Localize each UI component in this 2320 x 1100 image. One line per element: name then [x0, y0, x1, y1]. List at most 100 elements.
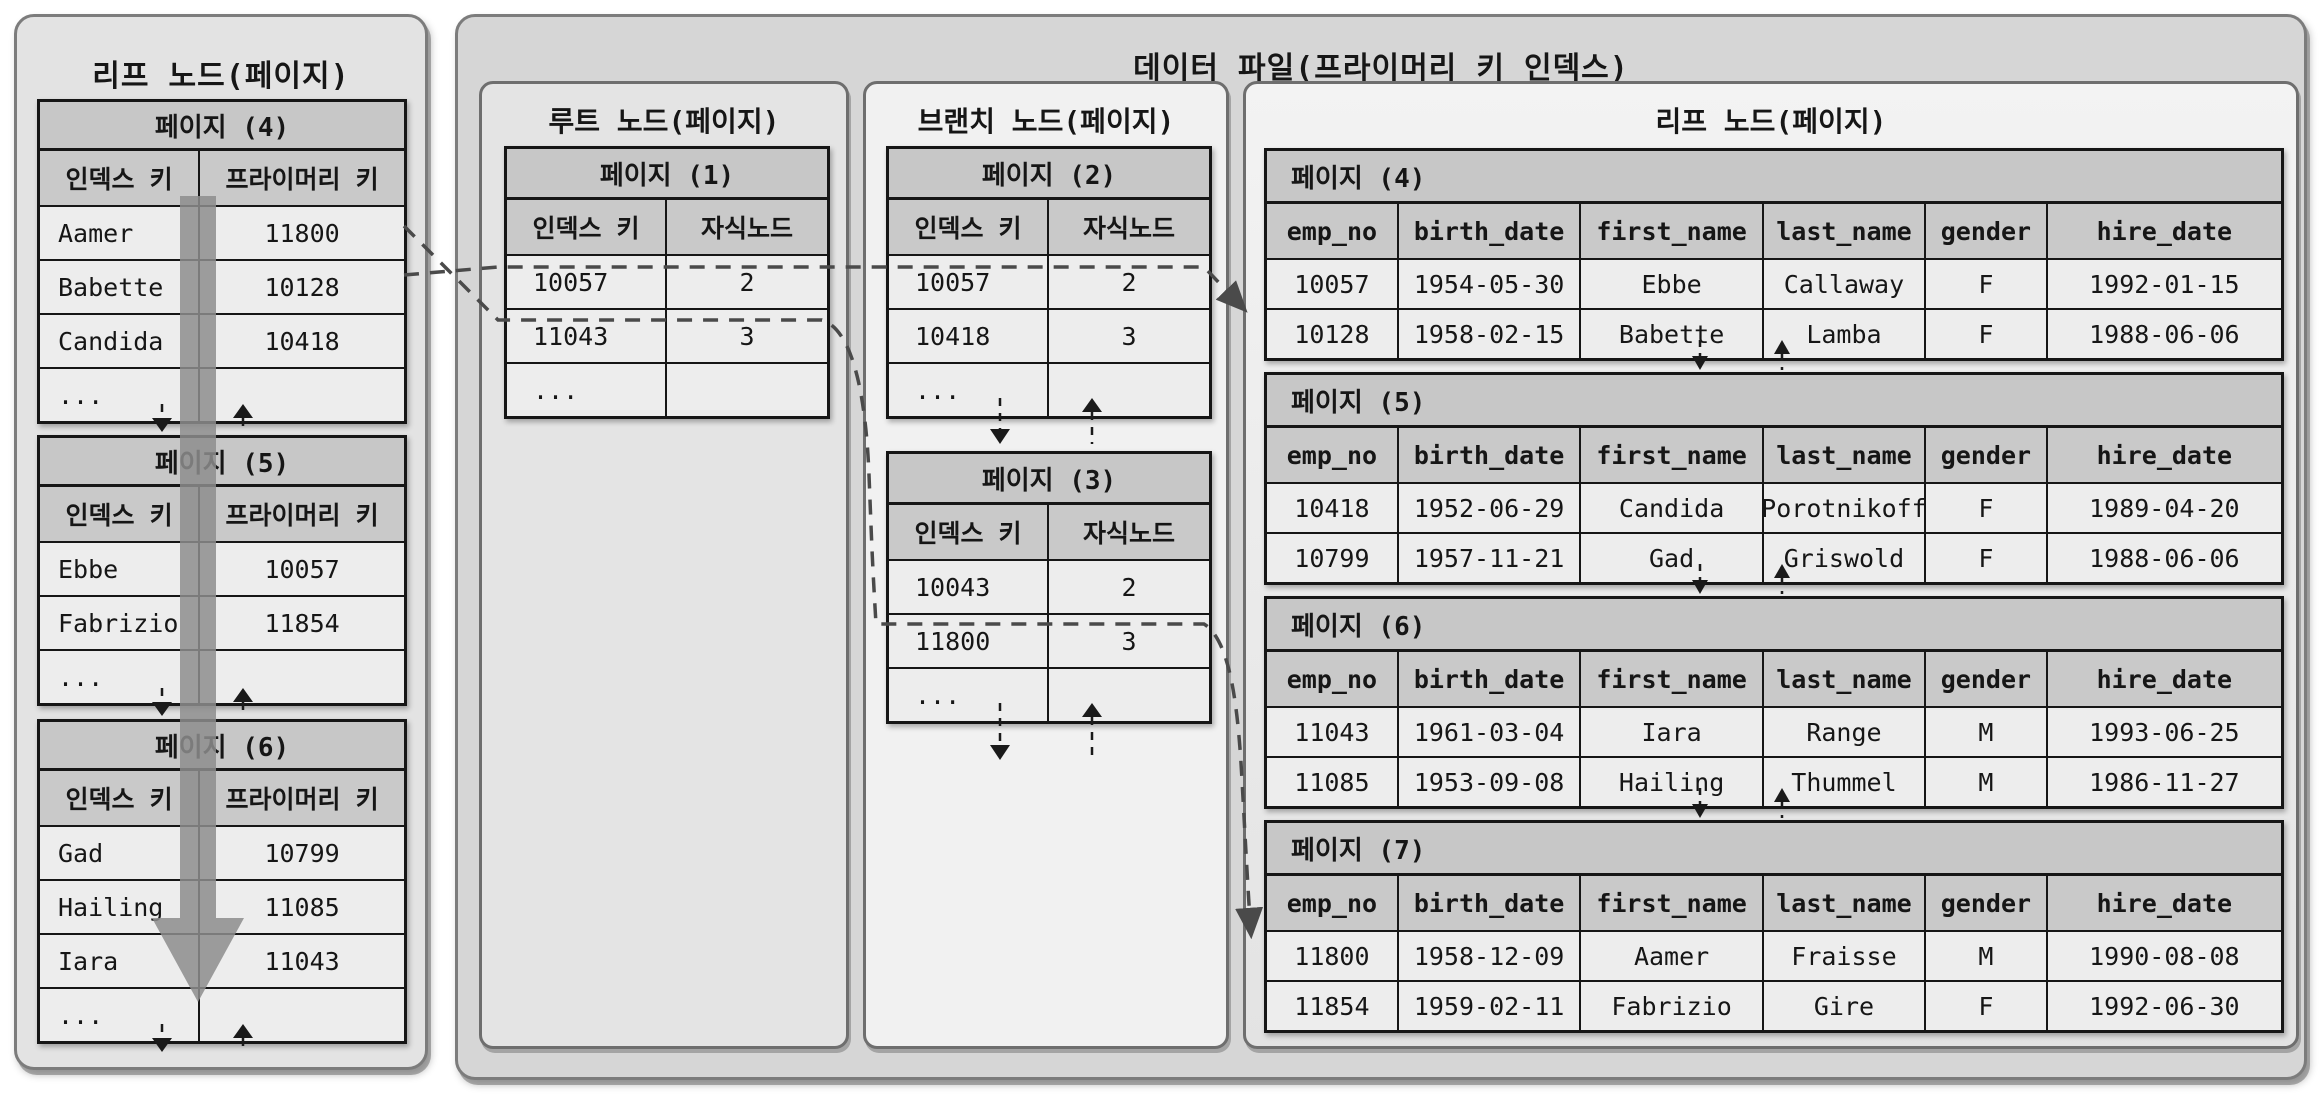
table-cell — [1049, 364, 1209, 416]
table-cell: 1958-12-09 — [1399, 932, 1582, 980]
column-header-cell: emp_no — [1267, 204, 1399, 258]
table-cell: 1988-06-06 — [2089, 543, 2240, 573]
table-cell: 11043 — [1267, 708, 1399, 756]
table-cell: 1953-09-08 — [1399, 758, 1582, 806]
column-header-cell: 자식노드 — [1049, 505, 1209, 559]
table-cell: 1959-02-11 — [1399, 982, 1582, 1030]
table-cell: 1958-02-15 — [1399, 310, 1582, 358]
table-cell: 11800 — [889, 615, 1049, 667]
table-cell: 10057 — [1267, 260, 1399, 308]
table-cell: Thummel — [1764, 758, 1927, 806]
table-row: ... — [40, 989, 404, 1041]
table-cell: ... — [889, 669, 1049, 721]
table-cell: ... — [40, 651, 201, 703]
table-row: 11800 3 — [889, 615, 1209, 669]
table-cell: 11085 — [264, 892, 340, 922]
table-cell: 10418 — [889, 310, 1049, 362]
table-cell: Aamer — [40, 207, 201, 259]
page-label: 페이지 (6) — [40, 722, 404, 771]
table-cell: 11085 — [1267, 758, 1399, 806]
table-cell: F — [1926, 484, 2048, 532]
column-header-cell: emp_no — [1267, 428, 1399, 482]
table-cell: 1993-06-25 — [2089, 717, 2240, 747]
table-cell: Gad — [40, 827, 201, 879]
table-cell: 2 — [739, 267, 755, 297]
table-cell: 10128 — [264, 272, 340, 302]
table-cell: 1989-04-20 — [2089, 493, 2240, 523]
table-cell: 1961-03-04 — [1399, 708, 1582, 756]
table-cell: M — [1926, 708, 2048, 756]
table-cell: 3 — [739, 321, 755, 351]
column-header-cell: hire_date — [2047, 876, 2281, 930]
table-cell — [1049, 669, 1209, 721]
column-header-cell: 자식노드 — [667, 200, 827, 254]
column-header-cell: 인덱스 키 — [40, 151, 201, 205]
table-cell: 2 — [1121, 572, 1137, 602]
column-header-cell: 인덱스 키 — [889, 200, 1049, 254]
table-cell: M — [1926, 758, 2048, 806]
table-cell: 11854 — [264, 608, 340, 638]
table-cell: ... — [40, 369, 201, 421]
table-cell: F — [1926, 982, 2048, 1030]
column-header-cell: first_name — [1581, 204, 1764, 258]
node-title: 리프 노드(페이지) — [1655, 105, 1887, 138]
table-cell — [667, 364, 827, 416]
column-header-cell: gender — [1926, 876, 2048, 930]
column-header-cell: 자식노드 — [1049, 200, 1209, 254]
table-row: 10043 2 — [889, 561, 1209, 615]
page-label: 페이지 (6) — [1267, 599, 2281, 652]
table-row: Babette 10128 — [40, 261, 404, 315]
table-cell: 1952-06-29 — [1399, 484, 1582, 532]
table-cell: Gad — [1581, 534, 1764, 582]
table-cell: Hailing — [40, 881, 201, 933]
table-cell: 1990-08-08 — [2089, 941, 2240, 971]
table-row: Hailing 11085 — [40, 881, 404, 935]
column-header-cell: 프라이머리 키 — [200, 771, 404, 825]
table-cell: 1986-11-27 — [2089, 767, 2240, 797]
table-cell: 10043 — [889, 561, 1049, 613]
column-header-cell: emp_no — [1267, 876, 1399, 930]
table-cell: 11800 — [1267, 932, 1399, 980]
table-cell: Candida — [1581, 484, 1764, 532]
column-header-cell: 인덱스 키 — [40, 487, 201, 541]
table-cell: Iara — [1581, 708, 1764, 756]
column-header-cell: hire_date — [2047, 204, 2281, 258]
page-label: 페이지 (5) — [40, 438, 404, 487]
table-cell: 10418 — [1267, 484, 1399, 532]
table-cell: 1954-05-30 — [1399, 260, 1582, 308]
table-cell: Fabrizio — [1581, 982, 1764, 1030]
table-cell: 3 — [1121, 626, 1137, 656]
table-cell: Porotnikoff — [1764, 484, 1927, 532]
table-cell: Hailing — [1581, 758, 1764, 806]
column-header-cell: gender — [1926, 428, 2048, 482]
table-cell — [200, 989, 404, 1041]
panel-title: 데이터 파일(프라이머리 키 인덱스) — [1133, 51, 1629, 86]
table-row: ... — [40, 651, 404, 703]
column-header-cell: birth_date — [1398, 428, 1582, 482]
table-cell: Babette — [40, 261, 201, 313]
